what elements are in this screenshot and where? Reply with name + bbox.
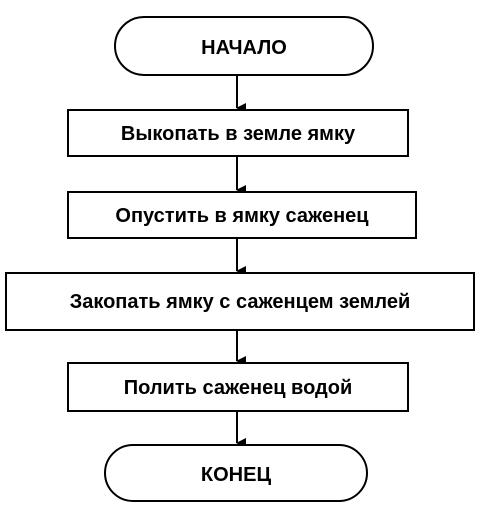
end-terminal: КОНЕЦ	[104, 444, 368, 502]
process-step-4-box	[67, 362, 409, 412]
start-terminal-label: НАЧАЛО	[201, 37, 287, 59]
process-step-2-box	[67, 191, 417, 239]
process-step-4-label: Полить саженец водой	[124, 377, 353, 399]
process-step-2: Опустить в ямку саженец	[67, 191, 417, 239]
end-terminal-shape	[104, 444, 368, 502]
process-step-1-box	[67, 109, 409, 157]
start-terminal-shape	[114, 16, 374, 76]
start-terminal: НАЧАЛО	[114, 16, 374, 76]
process-step-3: Закопать ямку с саженцем землей	[5, 272, 475, 331]
process-step-1: Выкопать в земле ямку	[67, 109, 409, 157]
end-terminal-label: КОНЕЦ	[201, 464, 272, 486]
process-step-3-label: Закопать ямку с саженцем землей	[70, 291, 411, 313]
process-step-2-label: Опустить в ямку саженец	[115, 205, 369, 227]
process-step-3-box	[5, 272, 475, 331]
process-step-1-label: Выкопать в земле ямку	[121, 123, 356, 145]
process-step-4: Полить саженец водой	[67, 362, 409, 412]
